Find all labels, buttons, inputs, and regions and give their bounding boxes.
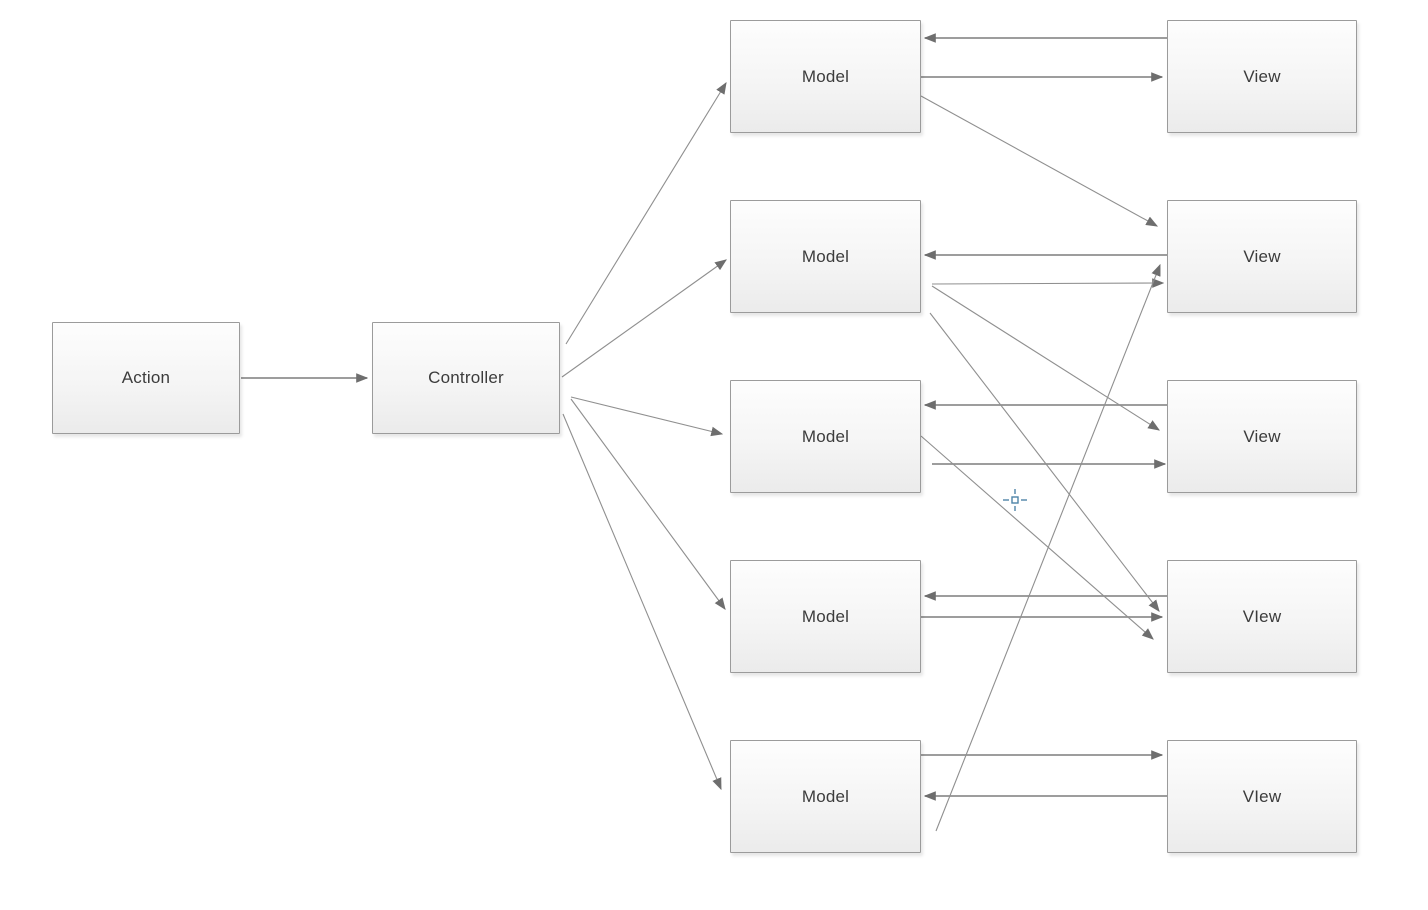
node-view-1[interactable]: View bbox=[1167, 20, 1357, 133]
node-label-view-3: View bbox=[1243, 426, 1281, 446]
node-view-5[interactable]: VIew bbox=[1167, 740, 1357, 853]
node-model-1[interactable]: Model bbox=[730, 20, 921, 133]
connector-controller-to-model-4[interactable] bbox=[570, 398, 726, 610]
node-label-model-1: Model bbox=[801, 66, 850, 86]
node-label-view-5: VIew bbox=[1242, 786, 1282, 806]
node-action[interactable]: Action bbox=[52, 322, 240, 434]
connector-controller-to-model-5[interactable] bbox=[562, 413, 722, 791]
node-model-2[interactable]: Model bbox=[730, 200, 921, 313]
node-label-controller: Controller bbox=[428, 368, 504, 387]
connector-controller-to-model-1[interactable] bbox=[565, 81, 727, 345]
node-label-view-1: View bbox=[1243, 66, 1281, 86]
node-label-model-5: Model bbox=[801, 786, 850, 806]
connector-model-2-to-view-2[interactable] bbox=[931, 278, 1165, 288]
node-label-view-4: VIew bbox=[1242, 606, 1282, 626]
connector-model-2-to-view-3[interactable] bbox=[931, 285, 1161, 431]
node-label-model-3: Model bbox=[801, 426, 850, 446]
node-model-5[interactable]: Model bbox=[730, 740, 921, 853]
connector-model-1-to-view-2[interactable] bbox=[920, 95, 1159, 227]
node-view-3[interactable]: View bbox=[1167, 380, 1357, 493]
node-model-4[interactable]: Model bbox=[730, 560, 921, 673]
connector-model-5-to-view-2[interactable] bbox=[935, 263, 1161, 832]
node-label-view-2: View bbox=[1243, 246, 1281, 266]
connector-controller-to-model-3[interactable] bbox=[570, 396, 724, 437]
node-label-model-4: Model bbox=[801, 606, 850, 626]
connector-model-2-to-view-4[interactable] bbox=[929, 312, 1160, 612]
node-model-3[interactable]: Model bbox=[730, 380, 921, 493]
connector-controller-to-model-2[interactable] bbox=[561, 259, 727, 378]
node-controller[interactable]: Controller bbox=[372, 322, 560, 434]
node-label-model-2: Model bbox=[801, 246, 850, 266]
node-view-4[interactable]: VIew bbox=[1167, 560, 1357, 673]
connector-model-3-to-view-4[interactable] bbox=[920, 435, 1154, 640]
node-view-2[interactable]: View bbox=[1167, 200, 1357, 313]
node-label-action: Action bbox=[121, 368, 171, 387]
